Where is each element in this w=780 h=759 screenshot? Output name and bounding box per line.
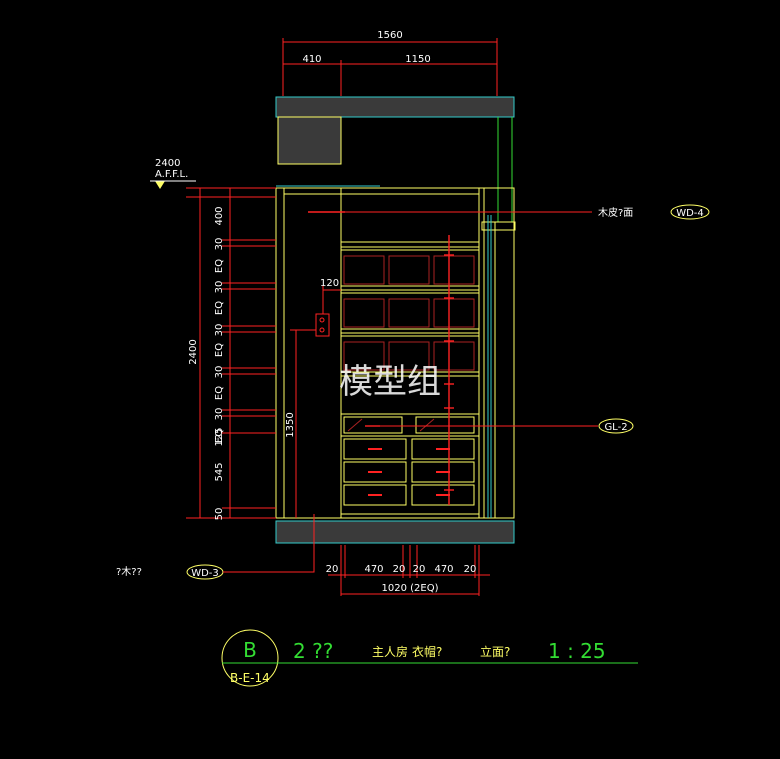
glass-tray (343, 416, 475, 434)
wall-socket (315, 313, 330, 337)
dim-left-10: EQ (214, 429, 225, 443)
glass-tag: GL-2 (604, 422, 627, 433)
dim-top-left: 410 (302, 54, 321, 65)
drawer-handles (368, 448, 450, 496)
drawers (340, 435, 480, 515)
watermark-text: 模型组 (339, 362, 441, 402)
callout-gl2: GL-2 (380, 418, 634, 434)
title-letter: B (243, 638, 257, 662)
shelf-boxes (343, 255, 475, 371)
title-block: B B-E-14 2 ?? 主人房 衣帽? 立面? 1 : 25 (221, 629, 638, 687)
dim-left-6: EQ (214, 343, 225, 357)
floor-plinth (275, 520, 515, 544)
dim-left-7: 30 (214, 366, 225, 379)
dim-left-4: EQ (214, 301, 225, 315)
callout-wd3: ?木?? WD-3 (116, 514, 315, 580)
dim-height-total: 2400 (188, 339, 199, 364)
title-line1: 2 ?? (293, 639, 333, 663)
callout-wd4: 木皮?面 WD-4 (308, 204, 710, 220)
dim-bottom-total: 1020 (2EQ) (382, 583, 439, 594)
dim-top-total: 1560 (377, 30, 402, 41)
shelf-cubbies (340, 249, 480, 415)
bottom-dimension-lines (328, 545, 490, 596)
dim-left-3: 30 (214, 281, 225, 294)
socket-dimensions (322, 286, 341, 314)
title-line3: 衣帽? (412, 644, 442, 659)
dim-top-right: 1150 (405, 54, 430, 65)
ceiling-bulkhead (275, 96, 515, 222)
wood-left-tag: WD-3 (191, 568, 219, 579)
level-label: A.F.F.L. (155, 169, 188, 180)
top-dimension-lines (282, 38, 498, 96)
dim-bottom-2: 20 (393, 564, 406, 575)
level-marker: 2400 A.F.F.L. (150, 158, 196, 189)
title-scale: 1 : 25 (548, 639, 606, 663)
dim-left-5: 30 (214, 324, 225, 337)
dim-bottom-0: 20 (326, 564, 339, 575)
dim-left-2: EQ (214, 259, 225, 273)
dim-left-12-visible: 125 (214, 427, 225, 446)
wood-left-text: ?木?? (116, 566, 142, 578)
wood-veneer-text: 木皮?面 (598, 206, 633, 219)
title-line4: 立面? (480, 644, 510, 659)
left-dimension-labels: 400 30 EQ 30 EQ 30 EQ 30 EQ 30 EQ 30 125… (188, 206, 296, 520)
dim-bottom-4: 470 (434, 564, 453, 575)
dim-bottom-1: 470 (364, 564, 383, 575)
dim-left-14: 50 (214, 508, 225, 521)
left-dimension-lines (186, 187, 316, 519)
dim-left-9: 30 (214, 408, 225, 421)
dim-bottom-3: 20 (413, 564, 426, 575)
dim-left-8: EQ (214, 386, 225, 400)
dim-left-0: 400 (214, 206, 225, 225)
wood-veneer-tag: WD-4 (676, 208, 704, 219)
dim-left-1: 30 (214, 238, 225, 251)
dim-left-13: 545 (214, 462, 225, 481)
dim-bottom-5: 20 (464, 564, 477, 575)
dim-small-width: 120 (320, 278, 339, 289)
title-sheet-ref: B-E-14 (230, 671, 270, 685)
dim-inner-height: 1350 (285, 412, 296, 437)
cyan-trim (276, 185, 492, 518)
level-value: 2400 (155, 158, 180, 169)
title-line2: 主人房 (372, 644, 408, 659)
